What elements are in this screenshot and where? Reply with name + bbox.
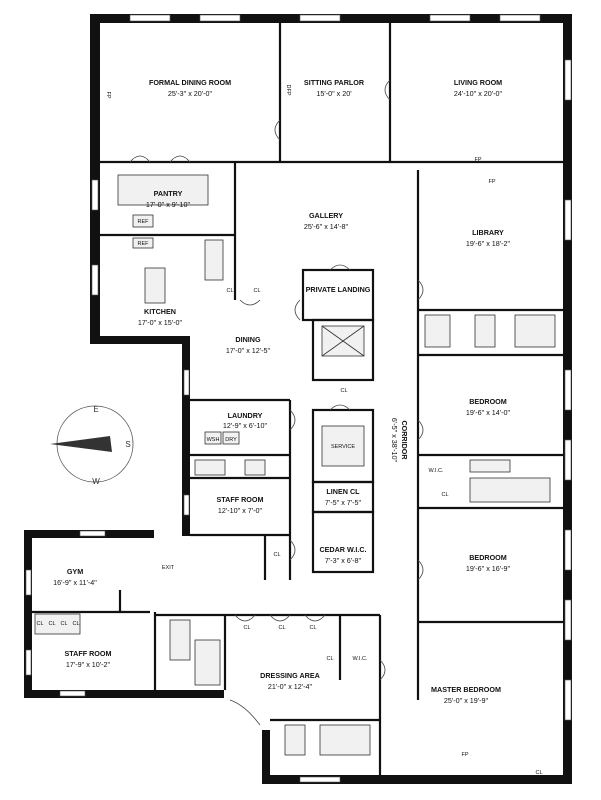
cl-label-7: CL: [278, 625, 285, 631]
room-master-bedroom-dims: 25'-0" x 19'-9": [444, 696, 489, 705]
fp-label-dining: FP: [105, 91, 111, 98]
room-kitchen-name: KITCHEN: [144, 307, 176, 316]
cl-label-3: CL: [340, 388, 347, 394]
fixtures: [34, 174, 556, 756]
room-bedroom-2-name: BEDROOM: [469, 553, 507, 562]
room-library-name: LIBRARY: [472, 228, 504, 237]
room-labels: FORMAL DINING ROOM 25'-3" x 20'-0" SITTI…: [53, 78, 510, 705]
corridor-name: CORRIDOR: [400, 420, 409, 460]
cl-label-6: CL: [243, 625, 250, 631]
room-staff-room-1-name: STAFF ROOM: [217, 495, 264, 504]
cl-label-5: CL: [273, 552, 280, 558]
room-laundry-dims: 12'-9" x 6'-10": [223, 421, 268, 430]
room-dressing-area-dims: 21'-0" x 12'-4": [268, 682, 313, 691]
room-cedar-wic-dims: 7'-3" x 6'-8": [325, 556, 362, 565]
cl-label-9: CL: [326, 656, 333, 662]
cl-label-gym-4: CL: [72, 621, 79, 627]
room-cedar-wic-name: CEDAR W.I.C.: [319, 545, 366, 554]
cl-label-2: CL: [253, 288, 260, 294]
compass-needle-icon: [50, 436, 112, 452]
cl-label-gym-3: CL: [60, 621, 67, 627]
windows: [25, 14, 572, 783]
room-pantry-dims: 17'-0" x 9'-10": [146, 200, 191, 209]
fp-label-master: FP: [461, 752, 468, 758]
room-private-landing-name: PRIVATE LANDING: [306, 285, 371, 294]
service-label: SERVICE: [331, 444, 355, 450]
room-gym-dims: 16'-9" x 11'-4": [53, 578, 97, 587]
room-dressing-area-name: DRESSING AREA: [260, 671, 320, 680]
room-linen-cl-dims: 7'-5" x 7'-5": [325, 498, 362, 507]
cl-label-8: CL: [309, 625, 316, 631]
room-dining-dims: 17'-0" x 12'-5": [226, 346, 271, 355]
room-sitting-parlor-name: SITTING PARLOR: [304, 78, 365, 87]
room-living-room-dims: 24'-10" x 20'-0": [454, 89, 503, 98]
room-staff-room-2-dims: 17'-9" x 10'-2": [66, 660, 111, 669]
room-sitting-parlor-dims: 15'-0" x 20': [316, 89, 352, 98]
fp-label-living: FP: [474, 157, 481, 163]
compass-label-top: E: [93, 405, 98, 414]
ref-label-pantry: REF: [138, 219, 150, 225]
ref-label-kitchen: REF: [138, 241, 150, 247]
room-bedroom-1-name: BEDROOM: [469, 397, 507, 406]
compass-label-bottom: W: [92, 477, 100, 486]
cl-label-10: CL: [535, 770, 542, 776]
room-staff-room-1-dims: 12'-10" x 7'-0": [218, 506, 263, 515]
room-staff-room-2-name: STAFF ROOM: [65, 649, 112, 658]
cl-label-gym-1: CL: [36, 621, 43, 627]
room-gym-name: GYM: [67, 567, 83, 576]
room-dining-name: DINING: [235, 335, 261, 344]
washer-label: WSH: [207, 437, 220, 443]
corridor-dims: 6'-5" x 38'-10": [390, 418, 399, 463]
cl-label-4: CL: [441, 492, 448, 498]
room-laundry-name: LAUNDRY: [228, 411, 263, 420]
cl-label-1: CL: [226, 288, 233, 294]
exit-label: EXIT: [162, 565, 175, 571]
room-formal-dining-name: FORMAL DINING ROOM: [149, 78, 231, 87]
fp-label-library: FP: [488, 179, 495, 185]
room-library-dims: 19'-6" x 18'-2": [466, 239, 511, 248]
small-labels: FP DFP FP FP FP REF REF CL CL CL CL CL C…: [36, 85, 542, 777]
room-pantry-name: PANTRY: [154, 189, 183, 198]
room-gallery-dims: 25'-6" x 14'-8": [304, 222, 349, 231]
room-bedroom-2-dims: 19'-6" x 16'-9": [466, 564, 511, 573]
dfp-label: DFP: [285, 85, 291, 96]
room-living-room-name: LIVING ROOM: [454, 78, 502, 87]
room-master-bedroom-name: MASTER BEDROOM: [431, 685, 501, 694]
door-swings: [129, 79, 424, 726]
room-formal-dining-dims: 25'-3" x 20'-0": [168, 89, 213, 98]
corridor-label: CORRIDOR 6'-5" x 38'-10": [390, 418, 409, 463]
room-kitchen-dims: 17'-0" x 15'-0": [138, 318, 183, 327]
room-bedroom-1-dims: 19'-6" x 14'-0": [466, 408, 511, 417]
compass-label-right: S: [125, 440, 130, 449]
room-gallery-name: GALLERY: [309, 211, 343, 220]
wic-label-bedroom: W.I.C.: [429, 468, 444, 474]
dryer-label: DRY: [225, 437, 237, 443]
room-linen-cl-name: LINEN CL: [326, 487, 360, 496]
wic-label-master: W.I.C.: [353, 656, 368, 662]
cl-label-gym-2: CL: [48, 621, 55, 627]
compass: E W S: [50, 405, 134, 486]
